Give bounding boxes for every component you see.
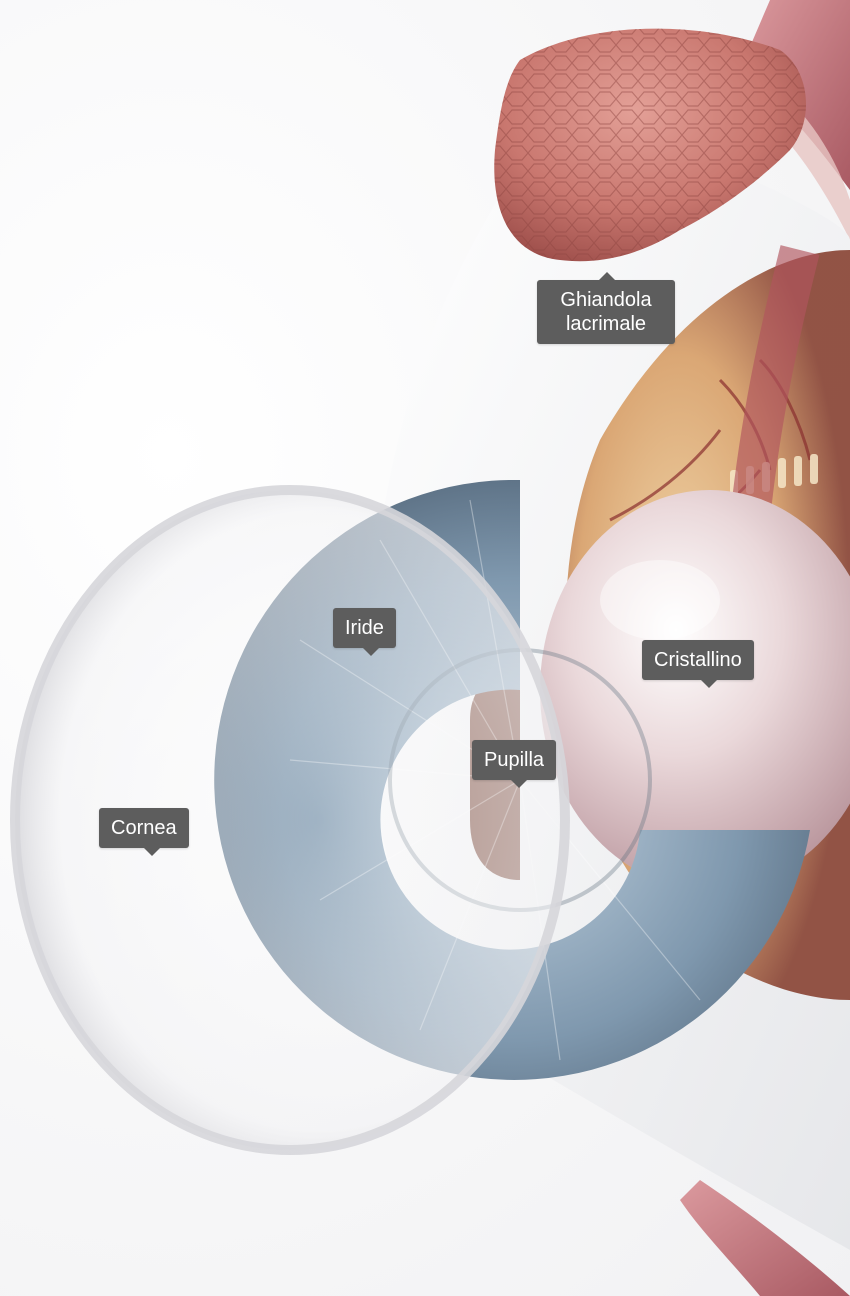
label-cornea-text: Cornea — [111, 817, 177, 839]
label-lacrimal-gland: Ghiandola lacrimale — [537, 280, 675, 344]
label-pointer — [144, 848, 160, 856]
label-lacrimal-gland-line-2: lacrimale — [549, 312, 663, 336]
label-pointer — [511, 780, 527, 788]
label-pointer — [363, 648, 379, 656]
label-pointer — [701, 680, 717, 688]
label-lens: Cristallino — [642, 640, 754, 680]
label-lens-text: Cristallino — [654, 649, 742, 671]
label-pointer — [599, 272, 615, 280]
label-iris-text: Iride — [345, 617, 384, 639]
label-iris: Iride — [333, 608, 396, 648]
label-lacrimal-gland-line-1: Ghiandola — [549, 288, 663, 312]
label-pupil-text: Pupilla — [484, 749, 544, 771]
label-pupil: Pupilla — [472, 740, 556, 780]
label-cornea: Cornea — [99, 808, 189, 848]
